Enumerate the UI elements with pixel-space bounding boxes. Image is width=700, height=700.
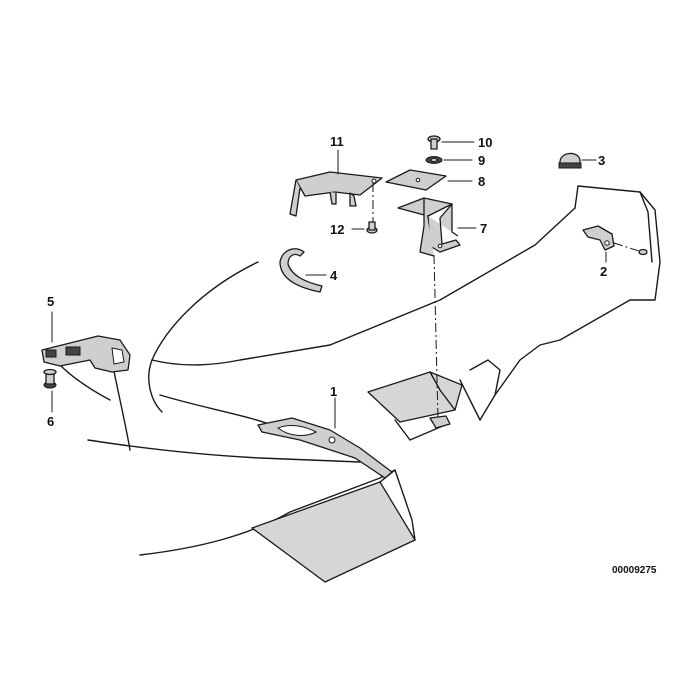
- assembly-axis-line: [433, 254, 439, 421]
- callout-7: 7: [480, 221, 487, 236]
- part-9-washer: 9: [425, 153, 485, 168]
- part-5-holder: 5: [41, 294, 131, 373]
- callout-4: 4: [330, 268, 338, 283]
- drawing-number: 00009275: [612, 565, 657, 576]
- callout-11: 11: [330, 134, 344, 149]
- callout-10: 10: [478, 135, 492, 150]
- part-7-u-bracket: 7: [397, 197, 487, 257]
- callout-9: 9: [478, 153, 485, 168]
- part-6-screw: 6: [43, 368, 57, 429]
- callout-12: 12: [330, 222, 344, 237]
- part-10-bolt: 10: [427, 135, 492, 150]
- callout-5: 5: [47, 294, 54, 309]
- callout-1: 1: [330, 384, 337, 399]
- lower-mount-tab: [429, 415, 451, 429]
- callout-6: 6: [47, 414, 54, 429]
- callout-2: 2: [600, 264, 607, 279]
- callout-3: 3: [598, 153, 605, 168]
- part-11-mount-bracket: 11: [289, 134, 383, 217]
- callout-8: 8: [478, 174, 485, 189]
- vehicle-body-outline: [59, 185, 661, 583]
- part-12-screw: 12: [330, 183, 378, 237]
- part-8-plate: 8: [385, 169, 485, 191]
- part-3-cap-nut: 3: [558, 152, 605, 169]
- part-4-clip: 4: [279, 248, 338, 293]
- part-2-tail-bracket: 2: [582, 225, 648, 279]
- part-1-bracket-plate: 1: [257, 384, 393, 479]
